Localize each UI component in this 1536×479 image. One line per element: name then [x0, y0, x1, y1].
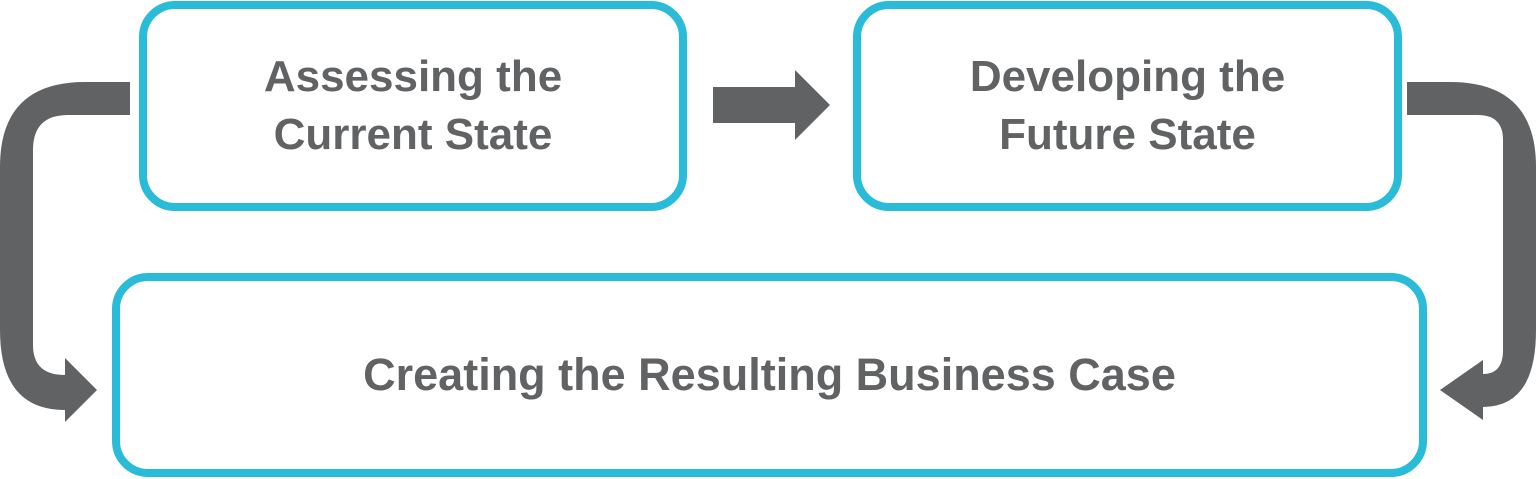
- step-assessing-current-state: Assessing the Current State: [139, 1, 687, 211]
- step-label: Assessing the Current State: [263, 52, 563, 159]
- step-creating-business-case: Creating the Resulting Business Case: [112, 273, 1427, 477]
- right-bent-arrow-icon: [1407, 82, 1536, 420]
- right-arrow-icon: [713, 70, 830, 140]
- step-label: Developing the Future State: [969, 52, 1286, 159]
- step-developing-future-state: Developing the Future State: [853, 1, 1402, 211]
- step-label: Creating the Resulting Business Case: [363, 349, 1176, 400]
- left-bent-arrow-icon: [0, 82, 130, 422]
